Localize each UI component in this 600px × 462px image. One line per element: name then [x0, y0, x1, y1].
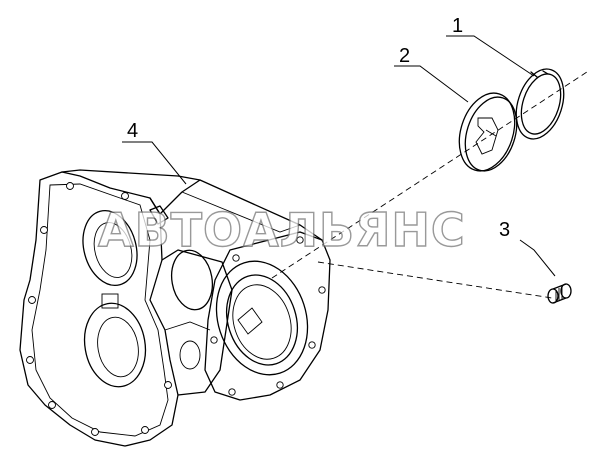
assembly-lines [271, 69, 591, 299]
callout-4: 4 [127, 120, 138, 142]
part-1-snap-ring [515, 68, 565, 140]
watermark-text: АВТОАЛЬЯНС [98, 203, 466, 257]
callout-3: 3 [499, 219, 510, 241]
part-4-housing [19, 169, 331, 447]
callout-1: 1 [452, 15, 463, 37]
part-3-plug [547, 283, 572, 304]
leader-lines [122, 35, 556, 277]
part-2-cover-plate [458, 92, 518, 172]
callout-2: 2 [399, 45, 410, 67]
